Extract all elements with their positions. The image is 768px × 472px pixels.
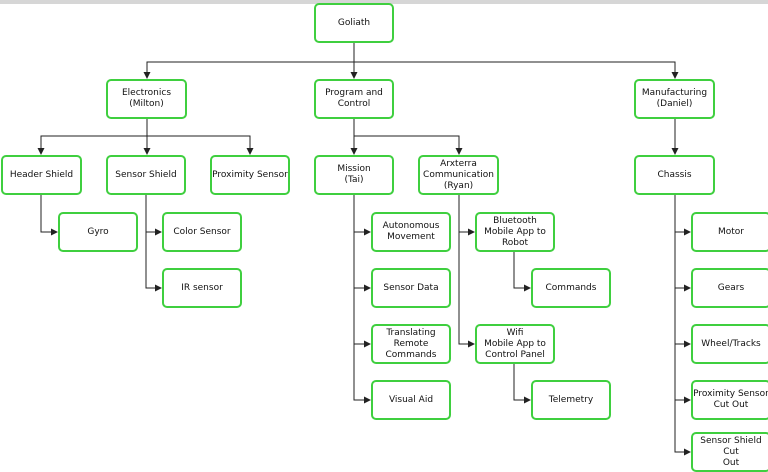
node-wifi[interactable]: Wifi Mobile App to Control Panel	[475, 324, 555, 364]
node-telemetry[interactable]: Telemetry	[531, 380, 611, 420]
node-sensor-shield[interactable]: Sensor Shield	[106, 155, 186, 195]
node-proximity-sensor-cut-out[interactable]: Proximity Sensor Cut Out	[691, 380, 768, 420]
node-gears[interactable]: Gears	[691, 268, 768, 308]
edge-arxterra-wifi	[458, 232, 475, 348]
node-sensor-data[interactable]: Sensor Data	[371, 268, 451, 308]
node-arxterra-communication[interactable]: Arxterra Communication (Ryan)	[418, 155, 499, 195]
node-mission[interactable]: Mission (Tai)	[314, 155, 394, 195]
edge-program-arxterra	[354, 135, 463, 155]
node-motor[interactable]: Motor	[691, 212, 768, 252]
edge-sensor-color	[145, 195, 162, 236]
node-bluetooth[interactable]: Bluetooth Mobile App to Robot	[475, 212, 555, 252]
node-visual-aid[interactable]: Visual Aid	[371, 380, 451, 420]
edge-chassis-gears	[674, 232, 691, 292]
edge-goliath-electronics	[143, 43, 355, 79]
node-color-sensor[interactable]: Color Sensor	[162, 212, 242, 252]
node-proximity-sensor[interactable]: Proximity Sensor	[210, 155, 290, 195]
edge-sensor-ir	[145, 232, 162, 292]
node-manufacturing[interactable]: Manufacturing (Daniel)	[634, 79, 715, 119]
edge-electronics-header	[37, 119, 148, 155]
node-program-and-control[interactable]: Program and Control	[314, 79, 394, 119]
node-header-shield[interactable]: Header Shield	[1, 155, 82, 195]
node-chassis[interactable]: Chassis	[634, 155, 715, 195]
edge-electronics-proximity	[147, 135, 254, 155]
edge-bluetooth-commands	[513, 252, 531, 292]
node-translating-remote-commands[interactable]: Translating Remote Commands	[371, 324, 451, 364]
edge-chassis-motor	[674, 195, 691, 236]
edge-mission-sensordata	[353, 232, 371, 292]
edge-mission-autonomous	[353, 195, 371, 236]
edge-arxterra-bluetooth	[458, 195, 475, 236]
node-electronics[interactable]: Electronics (Milton)	[106, 79, 187, 119]
node-commands[interactable]: Commands	[531, 268, 611, 308]
edge-goliath-manufacturing	[354, 61, 679, 79]
edge-chassis-wheels	[674, 288, 691, 348]
node-goliath[interactable]: Goliath	[314, 3, 394, 43]
node-sensor-shield-cut-out[interactable]: Sensor Shield Cut Out	[691, 432, 768, 472]
edge-mission-translating	[353, 288, 371, 348]
node-gyro[interactable]: Gyro	[58, 212, 138, 252]
edge-wifi-telemetry	[513, 364, 531, 404]
edge-chassis-sensor-shield-cutout	[674, 400, 691, 456]
edge-mission-visualaid	[353, 344, 371, 404]
window-top-bar	[0, 0, 768, 4]
node-autonomous-movement[interactable]: Autonomous Movement	[371, 212, 451, 252]
node-ir-sensor[interactable]: IR sensor	[162, 268, 242, 308]
node-wheel-tracks[interactable]: Wheel/Tracks	[691, 324, 768, 364]
edge-chassis-proximity-cutout	[674, 344, 691, 404]
edge-header-gyro	[40, 195, 58, 236]
